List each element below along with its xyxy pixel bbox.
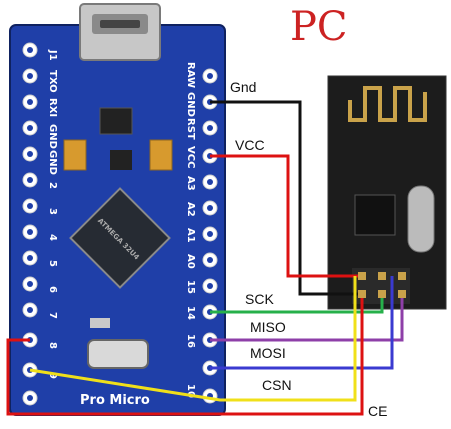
crystal	[87, 339, 149, 369]
pin-label-2: 2	[47, 182, 58, 189]
wire-miso	[210, 298, 404, 342]
wire-csn	[29, 276, 357, 402]
pin-label-rxi: RXI	[47, 98, 58, 117]
label-sck: SCK	[245, 291, 274, 307]
capacitor-right	[149, 139, 173, 171]
label-csn: CSN	[262, 377, 292, 393]
pin-label-14: 14	[185, 306, 196, 320]
nrf24-module	[327, 75, 447, 310]
pin-label-9: 9	[47, 372, 58, 379]
nrf-crystal	[407, 185, 435, 253]
pin-label-a3: A3	[185, 176, 196, 191]
label-miso: MISO	[250, 319, 286, 335]
pin-label-4: 4	[47, 234, 58, 241]
pro-micro-board: J1 TXO RXI GND GND 2 3 4 5 6 7 8 9	[9, 3, 226, 416]
capacitor-left	[63, 139, 87, 171]
right-pin-labels: RAW GND RST VCC A3 A2 A1 A0 15 14 16 10	[185, 62, 196, 398]
pin-label-16: 16	[185, 334, 196, 348]
pin-label-5: 5	[47, 260, 58, 267]
pin-label-8: 8	[47, 342, 58, 349]
wire-ce	[6, 298, 364, 416]
label-gnd: Gnd	[230, 79, 256, 95]
pin-label-txo: TXO	[47, 70, 58, 93]
label-vcc: VCC	[235, 137, 265, 153]
antenna-trace	[348, 86, 427, 122]
pin-label-rst: RST	[185, 118, 196, 140]
pin-label-15: 15	[185, 280, 196, 294]
nrf-chip	[354, 194, 396, 236]
pin-label-vcc: VCC	[185, 146, 196, 168]
wire-gnd	[210, 100, 358, 296]
left-pin-labels: J1 TXO RXI GND GND 2 3 4 5 6 7 8 9	[47, 49, 58, 379]
wire-sck	[210, 298, 384, 314]
pin-label-gnd-1: GND	[47, 124, 58, 149]
pin-label-3: 3	[47, 208, 58, 215]
pin-label-6: 6	[47, 286, 58, 293]
regulator-chip	[99, 107, 133, 135]
pin-label-a2: A2	[185, 202, 196, 217]
wire-vcc	[210, 154, 358, 278]
pin-label-7: 7	[47, 312, 58, 319]
board-name: Pro Micro	[80, 393, 150, 408]
small-chip	[110, 150, 132, 170]
pin-label-gnd-2: GND	[47, 150, 58, 175]
pin-label-a0: A0	[185, 254, 196, 269]
pin-label-a1: A1	[185, 228, 196, 243]
page-title: PC	[290, 4, 348, 50]
wire-mosi	[210, 276, 394, 370]
microcontroller-chip: ATMEGA 32U4	[69, 187, 171, 289]
pin-label-10: 10	[185, 384, 196, 398]
pin-label-j1: J1	[47, 49, 58, 61]
pin-label-gnd-right: GND	[185, 92, 196, 117]
reset-pad	[90, 318, 110, 328]
label-mosi: MOSI	[250, 345, 286, 361]
left-pin-column	[22, 42, 38, 406]
label-ce: CE	[368, 403, 387, 419]
pin-label-raw: RAW	[185, 62, 196, 88]
